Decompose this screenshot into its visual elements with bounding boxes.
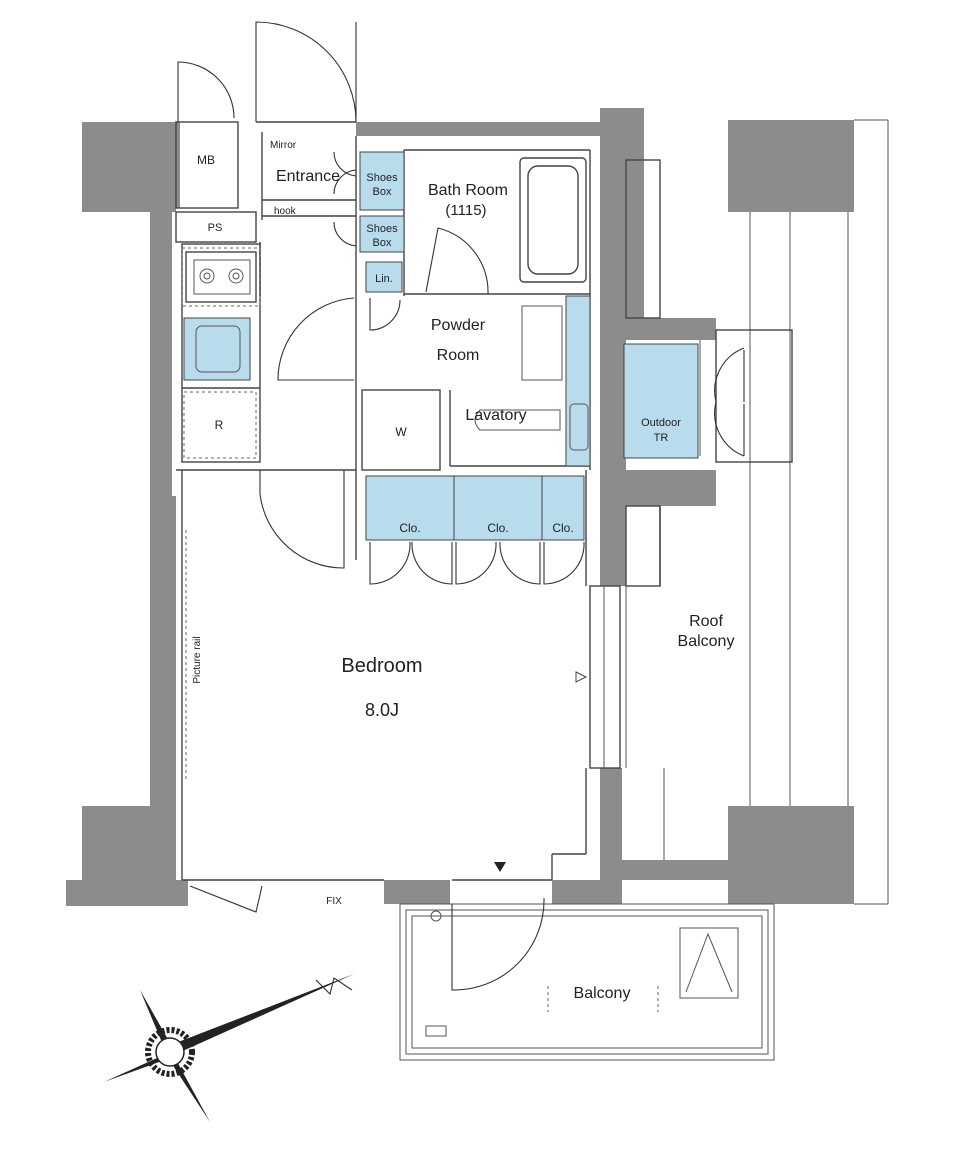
label-shoes-box-2a: Shoes [366,223,398,235]
label-linen: Lin. [375,273,393,285]
fixtures [183,151,699,541]
label-mirror: Mirror [270,140,297,151]
label-closet-2: Clo. [487,521,508,535]
entry-marker-icon [494,862,506,872]
lavatory-basin [474,409,561,431]
label-picture-rail: Picture rail [192,636,203,683]
label-fix: FIX [326,896,342,907]
window-marker-icon [575,671,588,683]
label-lavatory: Lavatory [465,407,526,424]
room-labels: MB PS Mirror Entrance hook Shoes Box Sho… [192,140,734,1002]
refrigerator-space [183,391,257,459]
label-powder-1: Powder [431,317,486,334]
label-outdoor-2: TR [654,432,669,444]
stove-icon [181,247,261,307]
label-bedroom-size: 8.0J [365,700,399,720]
label-shoes-box-1a: Shoes [366,172,398,184]
label-roof-2: Balcony [678,633,735,650]
label-roof-1: Roof [689,613,723,630]
label-balcony: Balcony [574,985,631,1002]
north-mark-icon [315,977,353,996]
closet-2 [453,475,543,541]
linen-cabinet [365,261,403,293]
label-outdoor-1: Outdoor [641,417,681,429]
balcony-outline [399,903,775,1061]
shoes-box-lower [359,215,405,253]
label-bath-room: Bath Room [428,182,508,199]
shoes-box-upper [359,151,405,211]
closet-1 [365,475,455,541]
outdoor-tr-unit [623,343,699,459]
label-bath-size: (1115) [445,202,486,219]
washing-machine-pan [521,305,563,381]
label-bedroom: Bedroom [341,655,422,677]
doors [177,21,745,991]
closet-3 [541,475,585,541]
label-mb: MB [197,153,215,167]
structural-walls [66,108,854,906]
label-w: W [395,425,407,439]
label-powder-2: Room [437,347,480,364]
label-closet-1: Clo. [399,521,420,535]
label-r: R [215,418,224,432]
compass-rose-icon [104,974,354,1122]
label-shoes-box-2b: Box [373,237,392,249]
label-ps: PS [208,222,223,234]
label-closet-3: Clo. [552,521,573,535]
label-hook: hook [274,206,297,217]
label-entrance: Entrance [276,168,340,185]
label-shoes-box-1b: Box [373,186,392,198]
